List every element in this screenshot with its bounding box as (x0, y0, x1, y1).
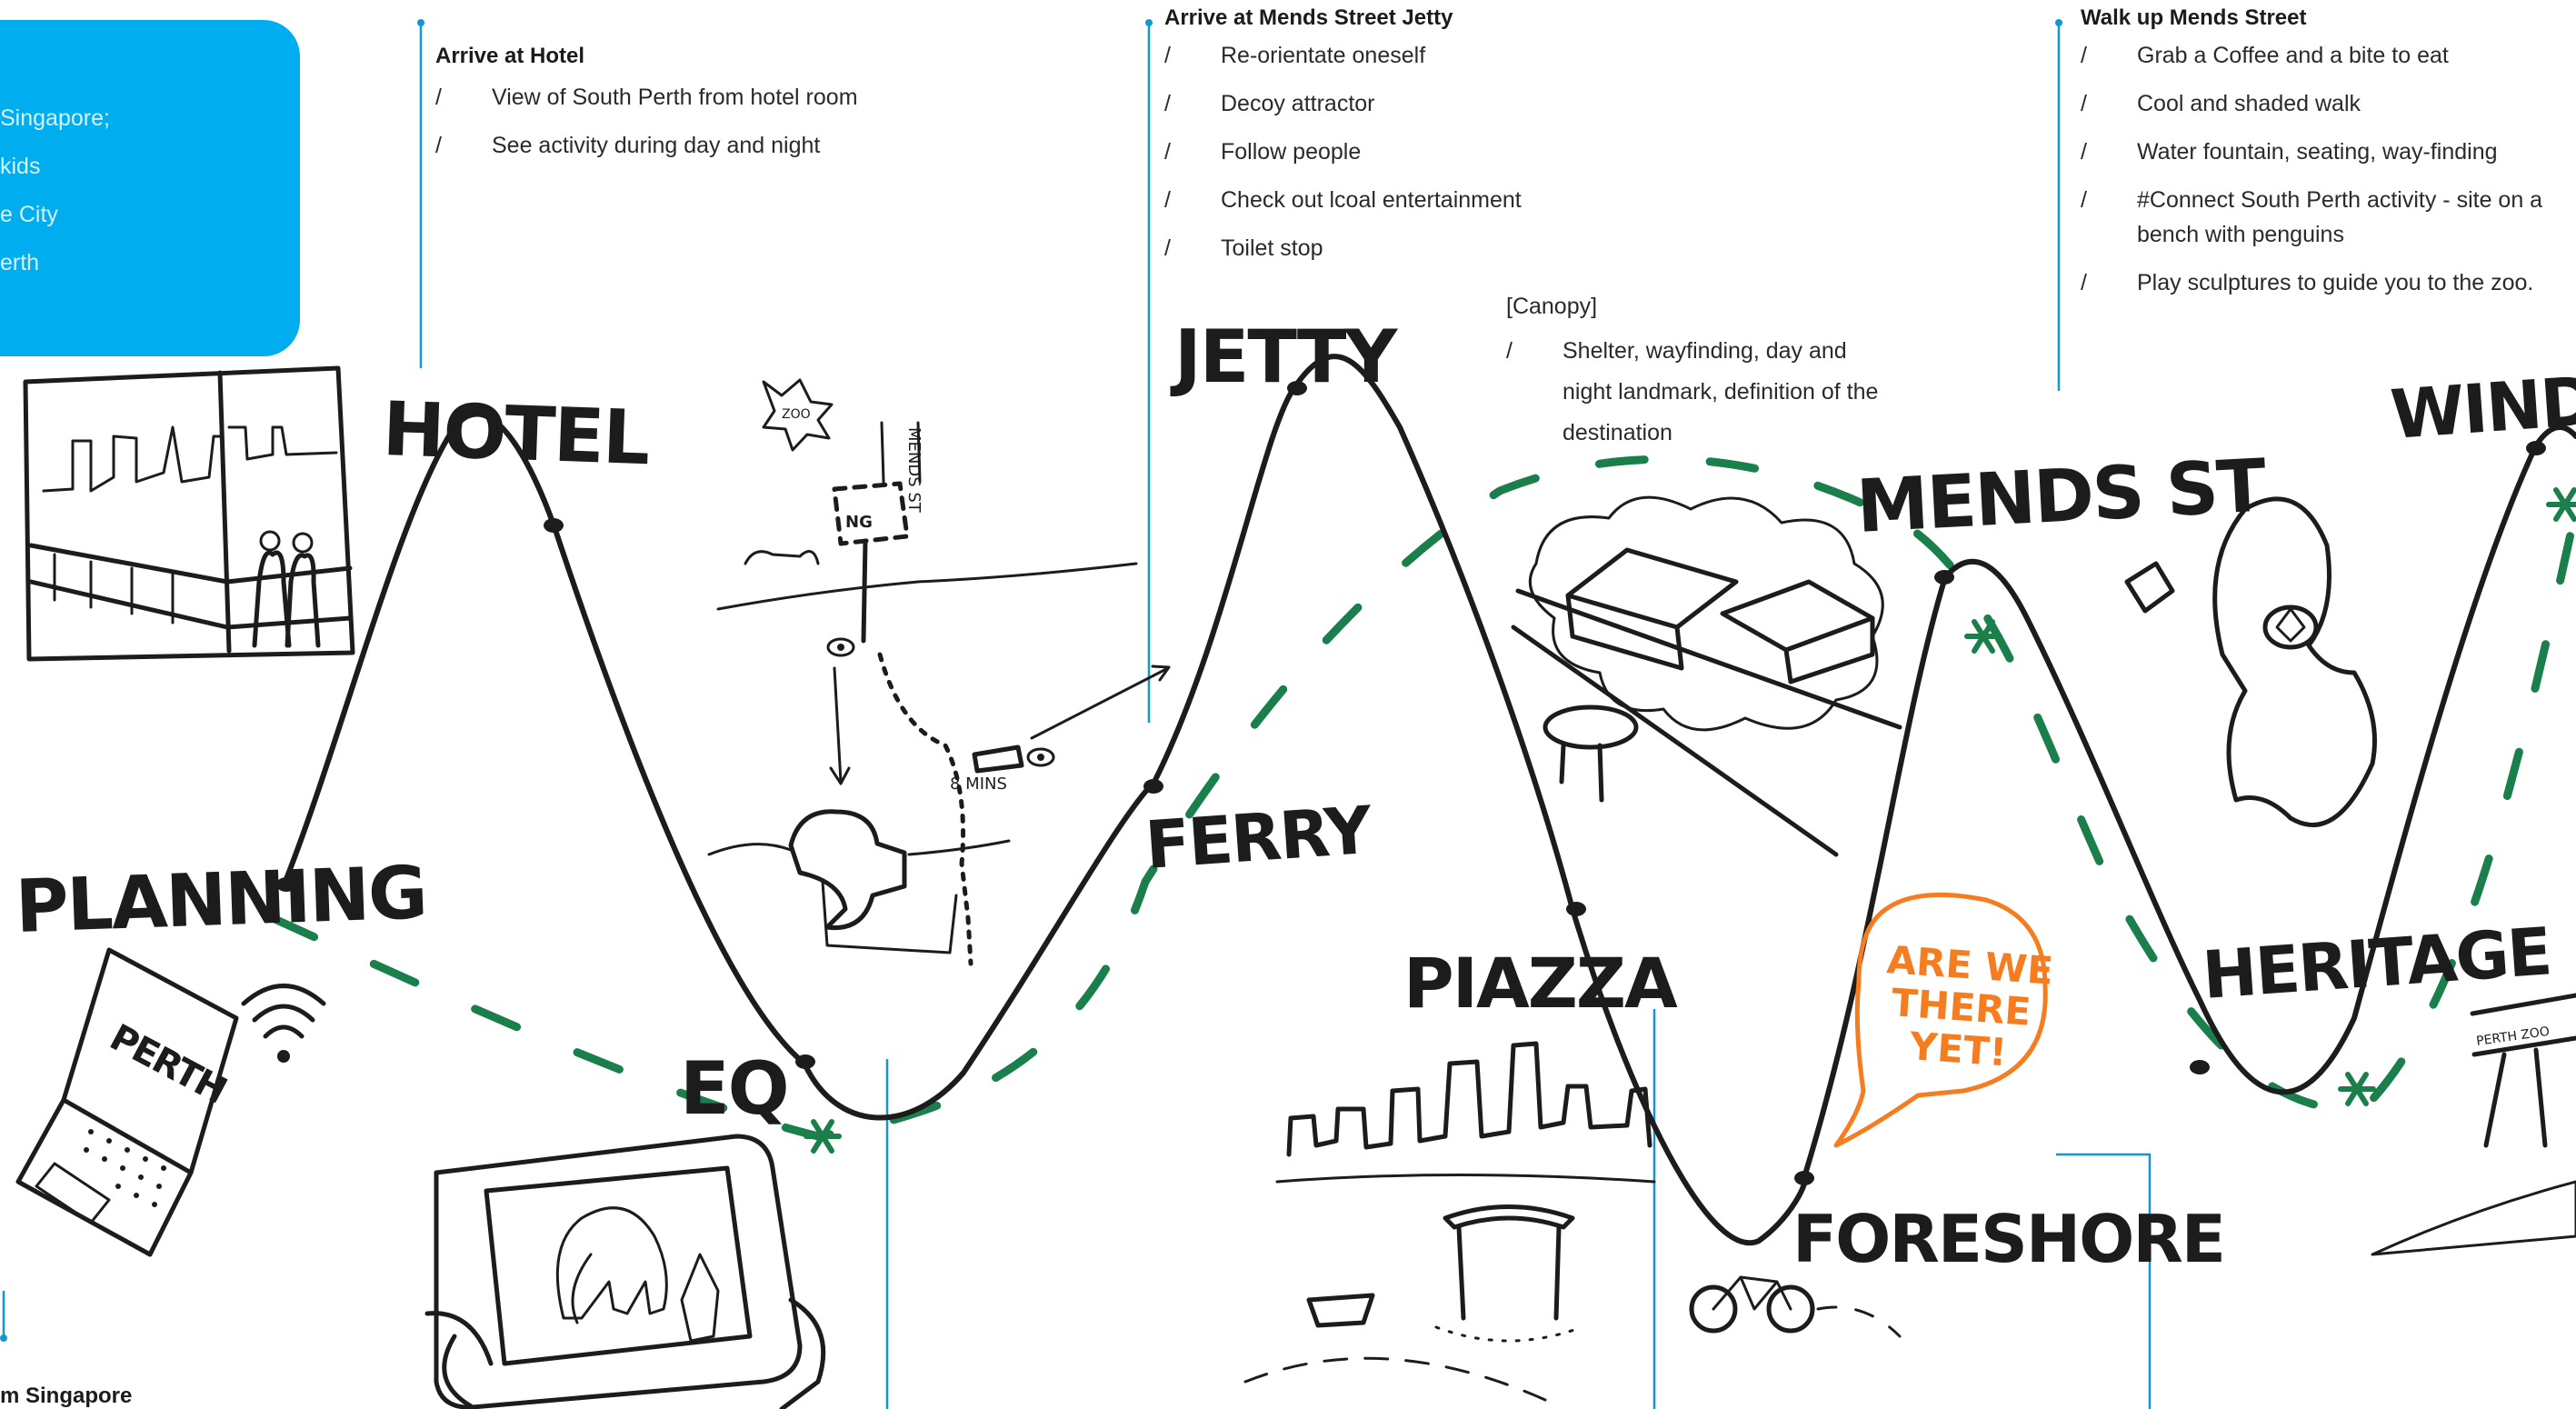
jetty-annotation-item: /Decoy attractor (1164, 86, 1673, 121)
bullet-slash: / (2081, 91, 2087, 116)
hotel-annotation-item: /See activity during day and night (435, 128, 944, 163)
stage-label-heritage: HERITAGE (2200, 913, 2552, 1014)
tablet-elephant-sketch (424, 1134, 826, 1409)
intro-card-line-3: e City (0, 202, 58, 227)
perth-zoo-sign-sketch: PERTH ZOO (2371, 993, 2576, 1256)
bullet-slash: / (1164, 43, 1171, 68)
stage-label-jetty: JETTY (1170, 315, 1398, 399)
stage-label-windsor: WINDSOR (2388, 352, 2576, 455)
star-icon (804, 487, 2576, 1154)
are-we-there-yet-bubble: ARE WE THERE YET! (1833, 892, 2054, 1148)
bullet-slash: / (1164, 91, 1171, 116)
experience-curve (284, 354, 2576, 1246)
mends-street-annotation-item: /Cool and shaded walk (2081, 86, 2553, 121)
eye-icon (826, 637, 855, 657)
stage-label-piazza: PIAZZA (1403, 943, 1678, 1024)
canopy-annotation-item: /Shelter, wayfinding, day and night land… (1506, 331, 1888, 454)
piazza-skyline-sketch (1243, 1041, 1656, 1402)
bullet-slash: / (1164, 139, 1171, 165)
curve-nodes (276, 381, 2546, 1185)
jetty-annotation-item: /Check out lcoal entertainment (1164, 183, 1673, 217)
mends-st-map-label: MENDS ST (904, 427, 924, 514)
laptop-screen-text: PERTH (103, 1016, 232, 1112)
mends-street-annotation-title: Walk up Mends Street (2081, 5, 2307, 30)
wifi-icon (241, 984, 326, 1063)
bubble-line-2: THERE (1890, 980, 2032, 1034)
bullet-slash: / (1164, 235, 1171, 261)
bullet-slash: / (435, 85, 442, 110)
bubble-line-3: YET! (1907, 1024, 2008, 1074)
stage-label-planning: PLANNING (14, 850, 427, 949)
hotel-annotation-item: /View of South Perth from hotel room (435, 80, 944, 115)
canopy-sketch (1511, 495, 1902, 857)
walking-time-label: 8 MINS (950, 774, 1007, 794)
mends-street-annotation-item: /Grab a Coffee and a bite to eat (2081, 38, 2553, 73)
jetty-annotation-item: /Toilet stop (1164, 231, 1673, 265)
bullet-slash: / (435, 133, 442, 158)
hotel-annotation-title: Arrive at Hotel (435, 44, 585, 68)
bicycle-sketch (1689, 1275, 1902, 1338)
mends-street-annotation-item: /Water fountain, seating, way-finding (2081, 135, 2553, 169)
bullet-slash: / (1164, 187, 1171, 213)
intro-card-line-1: Singapore; (0, 105, 110, 131)
mends-street-annotation-item: /#Connect South Perth activity - site on… (2081, 183, 2553, 252)
bullet-slash: / (2081, 187, 2087, 213)
bullet-slash: / (1506, 338, 1513, 364)
jetty-annotation: Arrive at Mends Street Jetty /Re-orienta… (1164, 5, 1673, 279)
jetty-annotation-item: /Follow people (1164, 135, 1673, 169)
hotel-window-sketch (23, 365, 355, 662)
zoo-map-label: ZOO (782, 407, 811, 422)
intro-card-line-2: kids (0, 154, 41, 179)
canopy-annotation: [Canopy] /Shelter, wayfinding, day and n… (1506, 289, 1888, 467)
foreshore-leader-line (2056, 1153, 2152, 1409)
ng-map-label: NG (845, 513, 873, 532)
stage-label-ferry: FERRY (1143, 792, 1375, 884)
mends-street-annotation: Walk up Mends Street /Grab a Coffee and … (2081, 5, 2553, 314)
bullet-slash: / (2081, 139, 2087, 165)
intro-card-line-4: erth (0, 250, 40, 275)
bullet-slash: / (2081, 270, 2087, 295)
laptop-sketch: PERTH (15, 947, 326, 1257)
heritage-map-sketch (2124, 496, 2377, 827)
stage-labels: PLANNING HOTEL EQ FERRY JETTY PIAZZA FOR… (14, 315, 2576, 1277)
expectation-dashed-line (268, 455, 2576, 1141)
eye-icon (1026, 747, 1055, 767)
bullet-slash: / (2081, 43, 2087, 68)
jetty-annotation-title: Arrive at Mends Street Jetty (1164, 5, 1453, 30)
mends-street-annotation-item: /Play sculptures to guide you to the zoo… (2081, 265, 2553, 300)
jetty-annotation-item: /Re-orientate oneself (1164, 38, 1673, 73)
stage-label-mends-st: MENDS ST (1854, 443, 2269, 549)
singapore-annotation-title: m Singapore (0, 1384, 133, 1408)
leader-lines (0, 19, 2152, 1409)
canopy-annotation-title: [Canopy] (1506, 294, 1598, 319)
hotel-annotation: Arrive at Hotel /View of South Perth fro… (435, 44, 944, 176)
stage-label-eq: EQ (680, 1046, 788, 1131)
intro-card: Singapore; kids e City erth (0, 20, 300, 356)
stage-label-foreshore: FORESHORE (1792, 1201, 2224, 1277)
route-map-sketch: ZOO MENDS ST NG 8 MINS (707, 378, 1171, 966)
stage-label-hotel: HOTEL (381, 386, 650, 482)
